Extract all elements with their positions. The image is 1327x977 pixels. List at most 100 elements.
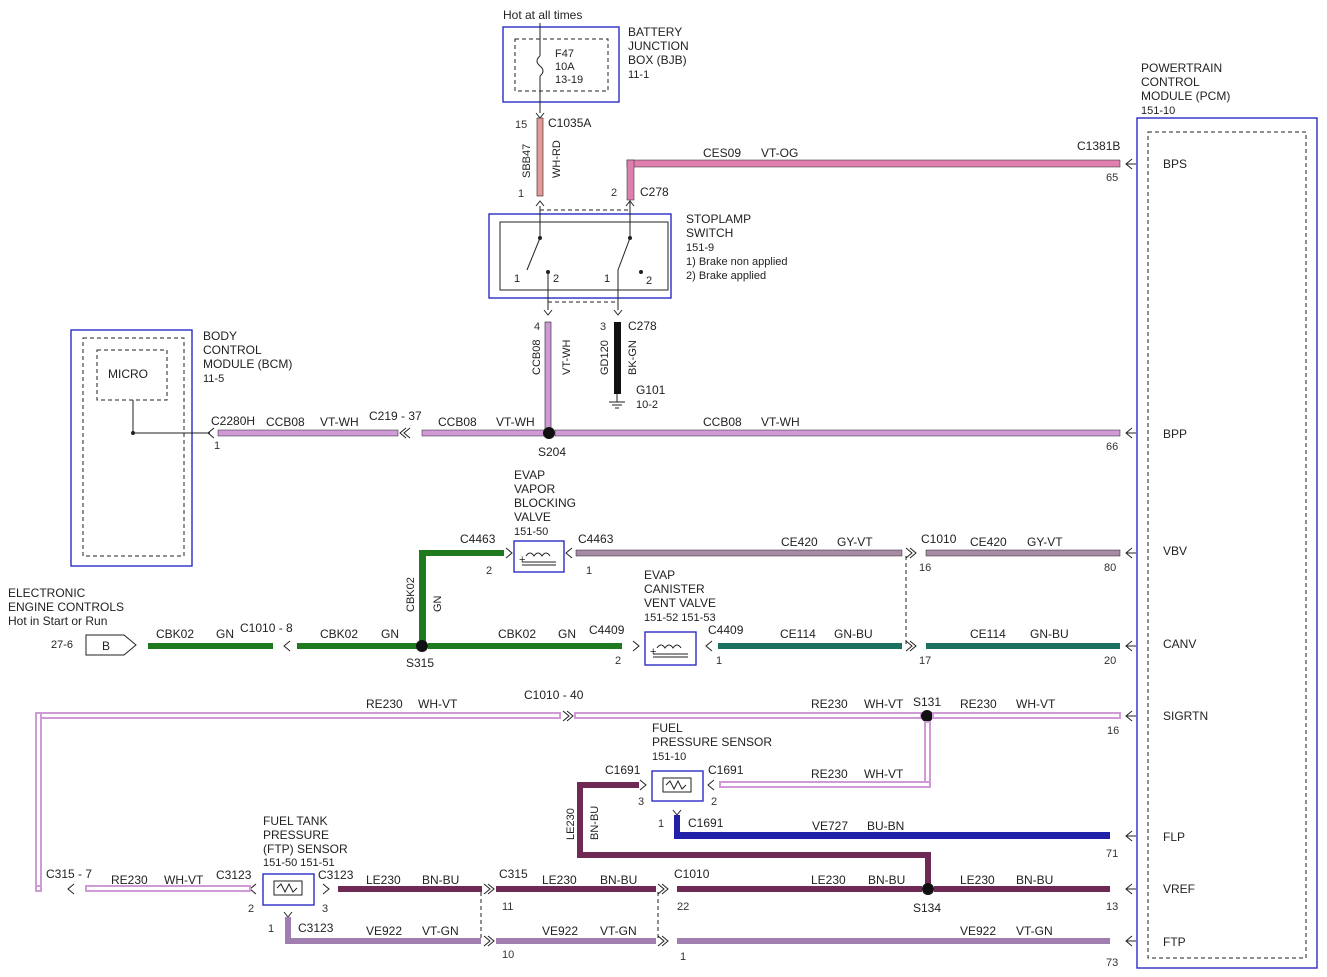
gd120-color: BK-GN <box>627 340 639 375</box>
le230-3-color: BN-BU <box>868 873 905 887</box>
re230-top-right-circuit: RE230 <box>960 697 997 711</box>
sigrtn-circuit: RE230 WH-VT C1010 - 40 RE230 WH-VT S131 … <box>35 688 1136 889</box>
connector-chevron <box>543 309 553 316</box>
ccb08-bcm-color: VT-WH <box>320 415 359 429</box>
wire-ce420-left <box>575 549 903 557</box>
c219-chevron <box>399 427 411 439</box>
wire-ve727-vertical <box>674 815 680 837</box>
ccb08-mid-color: VT-WH <box>496 415 535 429</box>
s204-label: S204 <box>538 445 566 459</box>
connector-chevron <box>283 911 293 918</box>
connector-chevron <box>672 809 682 816</box>
pin-name: CANV <box>1163 637 1196 651</box>
pcm-connector: C1381B <box>1077 139 1120 153</box>
bcm-inner-outline <box>82 337 185 557</box>
solenoid-plus: + <box>650 646 656 658</box>
wire-re230-top-left <box>35 712 561 719</box>
s134-label: S134 <box>913 901 941 915</box>
fps-conn-bottom: C1691 <box>688 816 724 830</box>
wire-ccb08-vertical <box>544 321 552 433</box>
ve922-2-circuit: VE922 <box>542 924 578 938</box>
vbv-conn-right: C4463 <box>578 532 614 546</box>
evap-vapor-blocking-valve: EVAP VAPOR BLOCKING VALVE 151-50 + C4463… <box>405 468 1136 646</box>
bjb-title-2: JUNCTION <box>628 39 689 53</box>
pcm-connector-chevron <box>1125 158 1136 170</box>
ftp-conn-right: C3123 <box>318 868 354 882</box>
s315-label: S315 <box>406 656 434 670</box>
fps-outline <box>651 770 704 802</box>
bjb-inner-outline <box>514 38 609 92</box>
ftp-title-2: PRESSURE <box>263 828 329 842</box>
bcm-outline <box>70 329 193 567</box>
canv-pin-left: 2 <box>615 655 621 667</box>
c315-7-label: C315 - 7 <box>46 867 92 881</box>
ce114-right-color: GN-BU <box>1030 627 1069 641</box>
ftp-title-1: FUEL TANK <box>263 814 327 828</box>
re230-top-right-color: WH-VT <box>1016 697 1056 711</box>
splice-s204 <box>543 427 555 439</box>
stoplamp-title-1: STOPLAMP <box>686 212 751 226</box>
stoplamp-switch: 1 2 1 2 STOPLAMP SWITCH 151-9 1) Brake n… <box>488 185 788 433</box>
bjb-pin-bottom: 1 <box>518 188 524 200</box>
pcm-title-3: MODULE (PCM) <box>1141 89 1230 103</box>
pcm-title-1: POWERTRAIN <box>1141 61 1222 75</box>
sw2-pos-1: 1 <box>604 273 610 285</box>
micro-box <box>96 349 168 401</box>
ccb08-pcm-color: VT-WH <box>761 415 800 429</box>
stoplamp-inner <box>499 221 669 291</box>
ce420-right-circuit: CE420 <box>970 535 1007 549</box>
wire-ccb08-pcm <box>554 429 1121 437</box>
stoplamp-note-2: 2) Brake applied <box>686 270 766 282</box>
gd120-circuit: GD120 <box>599 340 611 375</box>
wire-le230-3 <box>677 886 922 892</box>
le230-4-color: BN-BU <box>1016 873 1053 887</box>
ccb08-mid-circuit: CCB08 <box>438 415 477 429</box>
bjb-title-1: BATTERY <box>628 25 682 39</box>
le230-fps-circuit: LE230 <box>565 808 577 840</box>
wire-ccb08-bcm <box>217 429 399 437</box>
fps-title-1: FUEL <box>652 721 683 735</box>
vref-circuit: LE230 BN-BU C315 11 LE230 BN-BU C1010 22… <box>338 867 1136 940</box>
re230-top-left-color: WH-VT <box>418 697 458 711</box>
pin-number: 20 <box>1104 655 1116 667</box>
ftp-pin-bottom: 1 <box>268 923 274 935</box>
sw2-terminal <box>639 270 643 274</box>
fps-pin-right: 2 <box>711 796 717 808</box>
wire-gd120 <box>614 322 621 394</box>
sw2-pivot <box>628 236 632 240</box>
bcm-ref: 11-5 <box>203 373 224 385</box>
cbk02-eec-color: GN <box>216 627 234 641</box>
c315-chevron <box>67 883 75 895</box>
fps-conn-left: C1691 <box>605 763 641 777</box>
ftp-pin-right: 3 <box>322 903 328 915</box>
ve922-3-color: VT-GN <box>1016 924 1053 938</box>
wire-ve727 <box>674 832 1110 839</box>
pcm-connector-chevron <box>1125 710 1136 722</box>
wire-ce114-right <box>926 643 1120 649</box>
fuel-pressure-sensor: FUEL PRESSURE SENSOR 151-10 C1691 3 C169… <box>565 721 1136 890</box>
wire-cbk02-mid <box>297 643 419 649</box>
c1010-chevron <box>657 883 669 895</box>
micro-label: MICRO <box>108 367 148 381</box>
sw2-contact <box>617 237 631 271</box>
connector-chevron <box>565 547 573 559</box>
c1010-vbv-label: C1010 <box>921 532 957 546</box>
le230-2-color: BN-BU <box>600 873 637 887</box>
eec-title-1: ELECTRONIC <box>8 586 86 600</box>
ccb08-vertical-circuit: CCB08 <box>531 340 543 375</box>
re230-ftp-circuit: RE230 <box>111 873 148 887</box>
sw1-terminal <box>546 270 550 274</box>
fps-conn-right: C1691 <box>708 763 744 777</box>
vbv-title-4: VALVE <box>514 510 551 524</box>
connector-chevron <box>705 640 713 652</box>
ccb08-bcm-circuit: CCB08 <box>266 415 305 429</box>
vbv-ref: 151-50 <box>514 526 548 538</box>
pin-number: 80 <box>1104 562 1116 574</box>
wire-cbk02-eec <box>148 643 273 649</box>
fps-ref: 151-10 <box>652 751 686 763</box>
sbb47-color: WH-RD <box>551 140 563 178</box>
canv-pin-right: 1 <box>716 655 722 667</box>
sw1-pos-2: 2 <box>553 273 559 285</box>
ces09-circuit: CES09 <box>703 146 741 160</box>
pin-number: 16 <box>1107 725 1119 737</box>
